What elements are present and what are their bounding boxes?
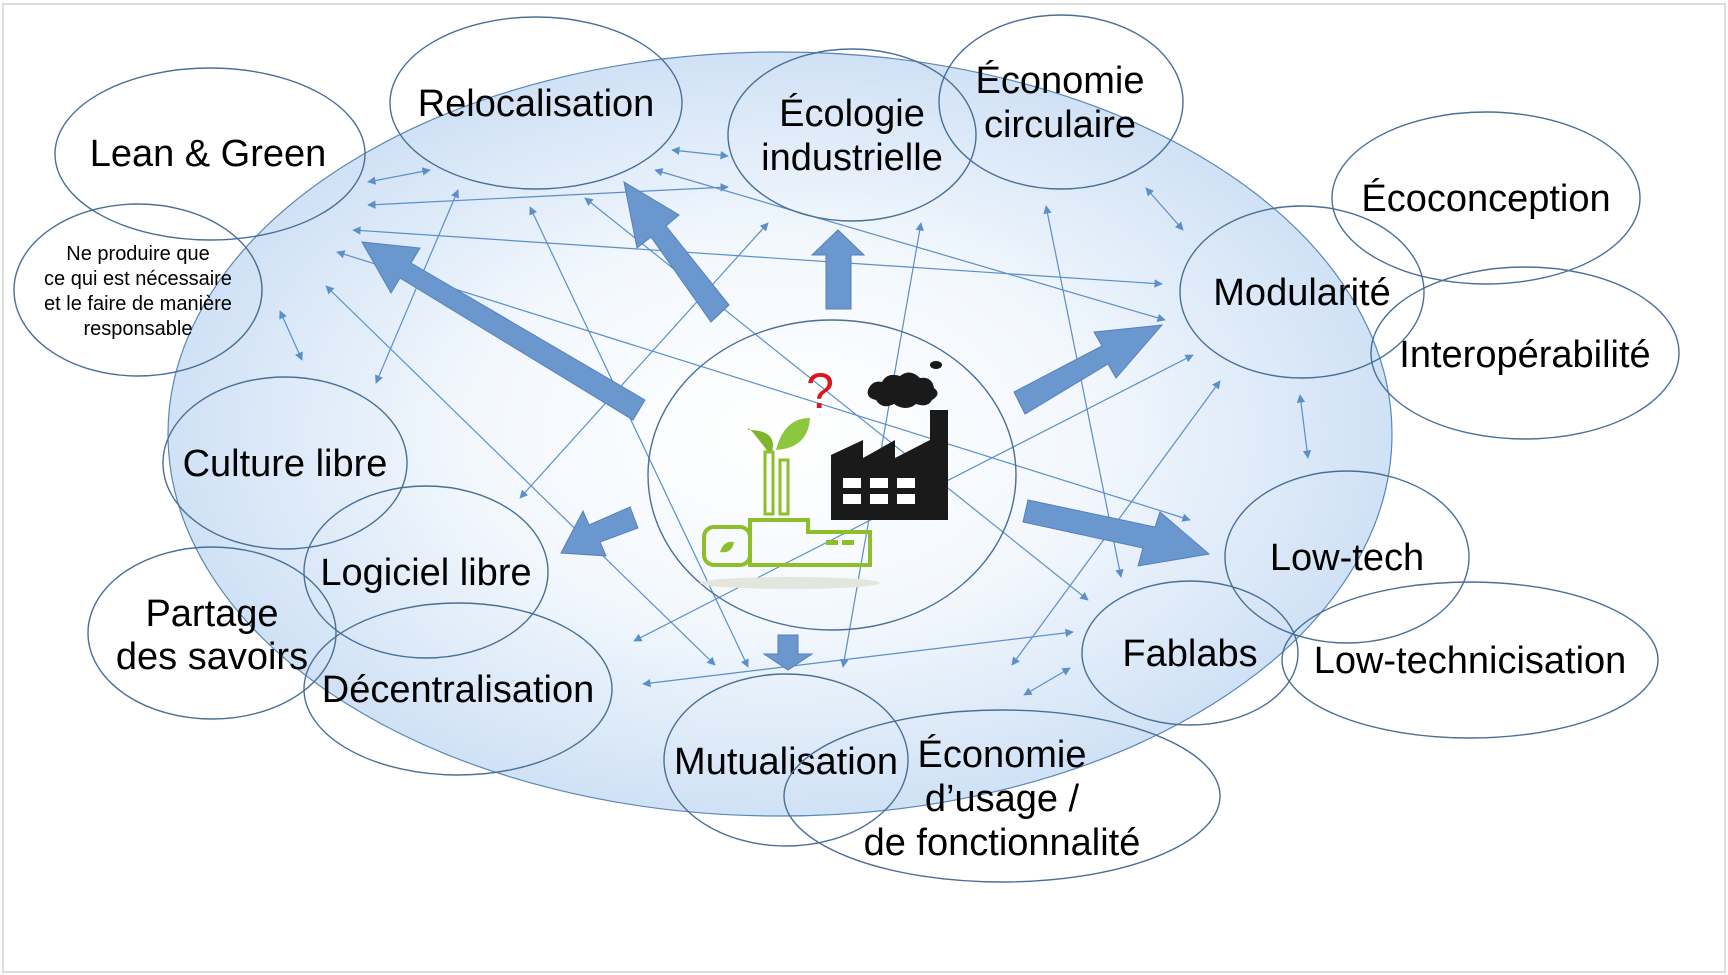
arrow-to-low-tech [1022, 499, 1211, 567]
green-factory-icon [700, 418, 880, 589]
label-decentralisation: Décentralisation [322, 669, 594, 711]
label-modularite: Modularité [1213, 272, 1390, 314]
label-ne-produire-4: responsable [84, 318, 193, 340]
center-circle [647, 319, 1017, 631]
arrow-to-lean-green [361, 241, 646, 421]
link [1023, 667, 1071, 696]
arrow-to-modularite [1013, 324, 1164, 415]
node-ecologie-industrielle: Écologie industrielle [727, 48, 977, 222]
label-lean-green: Lean & Green [90, 133, 327, 175]
node-lean-green: Lean & Green [54, 67, 366, 241]
label-logiciel-libre: Logiciel libre [320, 552, 531, 594]
label-partage-1: Partage [145, 593, 278, 635]
label-partage-2: des savoirs [116, 636, 308, 678]
node-partage-des-savoirs: Partage des savoirs [87, 546, 337, 720]
node-ne-produire: Ne produire que ce qui est nécessaire et… [13, 203, 263, 377]
slide-border [2, 3, 1726, 973]
node-economie-usage: Économie d’usage / de fonctionnalité [783, 709, 1221, 883]
link [1145, 187, 1184, 231]
label-low-tech: Low-tech [1270, 537, 1424, 579]
link [1296, 394, 1312, 459]
relation-links [279, 146, 1312, 696]
label-ne-produire-3: et le faire de manière [44, 293, 232, 315]
node-modularite: Modularité [1179, 205, 1425, 379]
label-interoperabilite: Interopérabilité [1399, 334, 1650, 376]
node-interoperabilite: Interopérabilité [1370, 266, 1680, 440]
node-low-tech: Low-tech [1224, 470, 1470, 644]
node-logiciel-libre: Logiciel libre [303, 485, 549, 659]
node-culture-libre: Culture libre [162, 376, 408, 550]
link [642, 628, 1074, 688]
label-ecologie-2: industrielle [761, 137, 943, 179]
node-decentralisation: Décentralisation [303, 602, 613, 776]
arrow-to-relocalisation [623, 180, 730, 323]
node-ecoconception: Écoconception [1331, 111, 1641, 285]
label-mutualisation: Mutualisation [674, 741, 898, 783]
label-relocalisation: Relocalisation [418, 83, 655, 125]
arrow-to-mutualisation [762, 634, 814, 671]
label-eco-usage-2: d’usage / [925, 778, 1080, 820]
node-low-technicisation: Low-technicisation [1281, 581, 1659, 739]
label-ecologie-1: Écologie [779, 92, 925, 135]
node-economie-circulaire: Économie circulaire [938, 14, 1184, 190]
label-low-technicisation: Low-technicisation [1314, 640, 1627, 682]
label-culture-libre: Culture libre [183, 443, 388, 485]
label-ne-produire-2: ce qui est nécessaire [44, 268, 232, 290]
arrow-to-logiciel [560, 506, 639, 557]
label-eco-circ-1: Économie [976, 59, 1145, 102]
label-ecoconception: Écoconception [1361, 177, 1610, 220]
node-fablabs: Fablabs [1081, 580, 1299, 726]
label-ne-produire-1: Ne produire que [66, 243, 209, 265]
link [367, 167, 431, 185]
label-eco-circ-2: circulaire [984, 104, 1136, 146]
node-mutualisation: Mutualisation [663, 673, 909, 847]
label-eco-usage-3: de fonctionnalité [864, 822, 1141, 864]
label-fablabs: Fablabs [1122, 633, 1257, 675]
arrow-to-ecologie [810, 229, 866, 310]
question-mark: ? [806, 363, 834, 419]
link [671, 146, 729, 160]
link [279, 310, 303, 361]
center-arrows [361, 180, 1211, 671]
factory-icon [831, 361, 948, 520]
node-relocalisation: Relocalisation [389, 16, 683, 190]
label-eco-usage-1: Économie [918, 733, 1087, 776]
